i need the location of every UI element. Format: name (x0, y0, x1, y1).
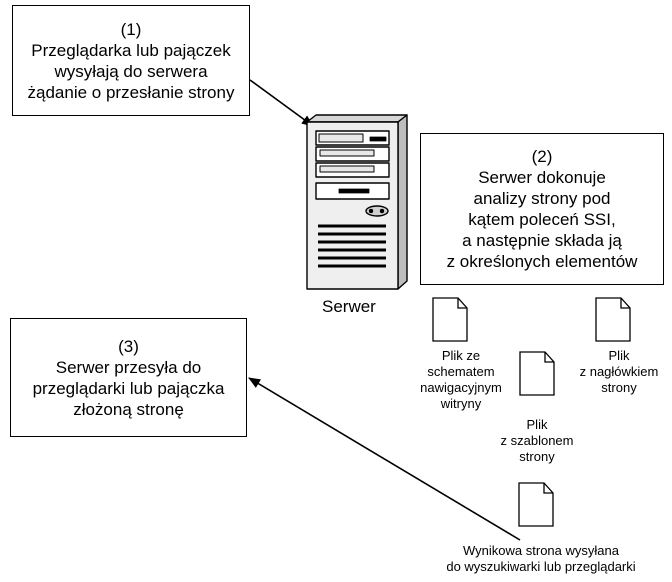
step-1-box: (1) Przeglądarka lub pajączek wysyłają d… (12, 5, 250, 116)
step-1-line-1: Przeglądarka lub pajączek (31, 40, 231, 60)
step-3-number: (3) (118, 336, 139, 356)
server-tower-icon (306, 114, 408, 290)
caption-line: z nagłówkiem (579, 364, 659, 379)
caption-line: do wyszukiwarki lub przeglądarki (446, 559, 636, 574)
caption-line: strony (519, 449, 555, 464)
caption-line: strony (601, 380, 637, 395)
step-2-number: (2) (531, 147, 553, 166)
step-2-line-2: analizy strony pod (473, 189, 611, 208)
header-file-caption: Plik z nagłówkiem strony (566, 348, 672, 396)
step-2-line-4: a następnie składa ją (462, 231, 622, 250)
response-arrow (248, 377, 521, 541)
step-3-line-1: Serwer przesyła do (55, 357, 202, 377)
step-2-line-3: kątem poleceń SSI, (468, 210, 616, 229)
document-icon (432, 297, 468, 342)
step-3-line-2: przeglądarki lub pajączka (32, 378, 225, 398)
caption-line: Plik (526, 417, 548, 432)
document-icon (518, 482, 554, 527)
step-1-number: (1) (120, 19, 142, 39)
document-icon (595, 297, 631, 342)
request-arrow (249, 79, 314, 127)
document-icon (519, 351, 555, 396)
step-2-line-5: z określonych elementów (446, 252, 638, 271)
template-file-caption: Plik z szablonem strony (487, 417, 587, 465)
caption-line: z szablonem (500, 433, 574, 448)
caption-line: Plik (608, 348, 630, 363)
caption-line: Plik ze (441, 348, 481, 363)
result-page-caption: Wynikowa strona wysyłana do wyszukiwarki… (410, 543, 672, 575)
step-3-box: (3) Serwer przesyła do przeglądarki lub … (10, 318, 247, 437)
step-1-line-2: wysyłają do serwera (54, 61, 208, 81)
caption-line: Wynikowa strona wysyłana (463, 543, 619, 558)
step-3-line-3: złożoną stronę (73, 399, 184, 419)
step-1-line-3: żądanie o przesłanie strony (27, 82, 235, 102)
caption-line: nawigacyjnym (420, 380, 502, 395)
caption-line: schematem (427, 364, 495, 379)
server-label: Serwer (322, 297, 376, 316)
caption-line: witryny (440, 396, 482, 411)
step-2-box: (2) Serwer dokonuje analizy strony pod k… (420, 133, 664, 285)
step-2-line-1: Serwer dokonuje (478, 168, 606, 187)
navigation-file-caption: Plik ze schematem nawigacyjnym witryny (405, 348, 517, 412)
